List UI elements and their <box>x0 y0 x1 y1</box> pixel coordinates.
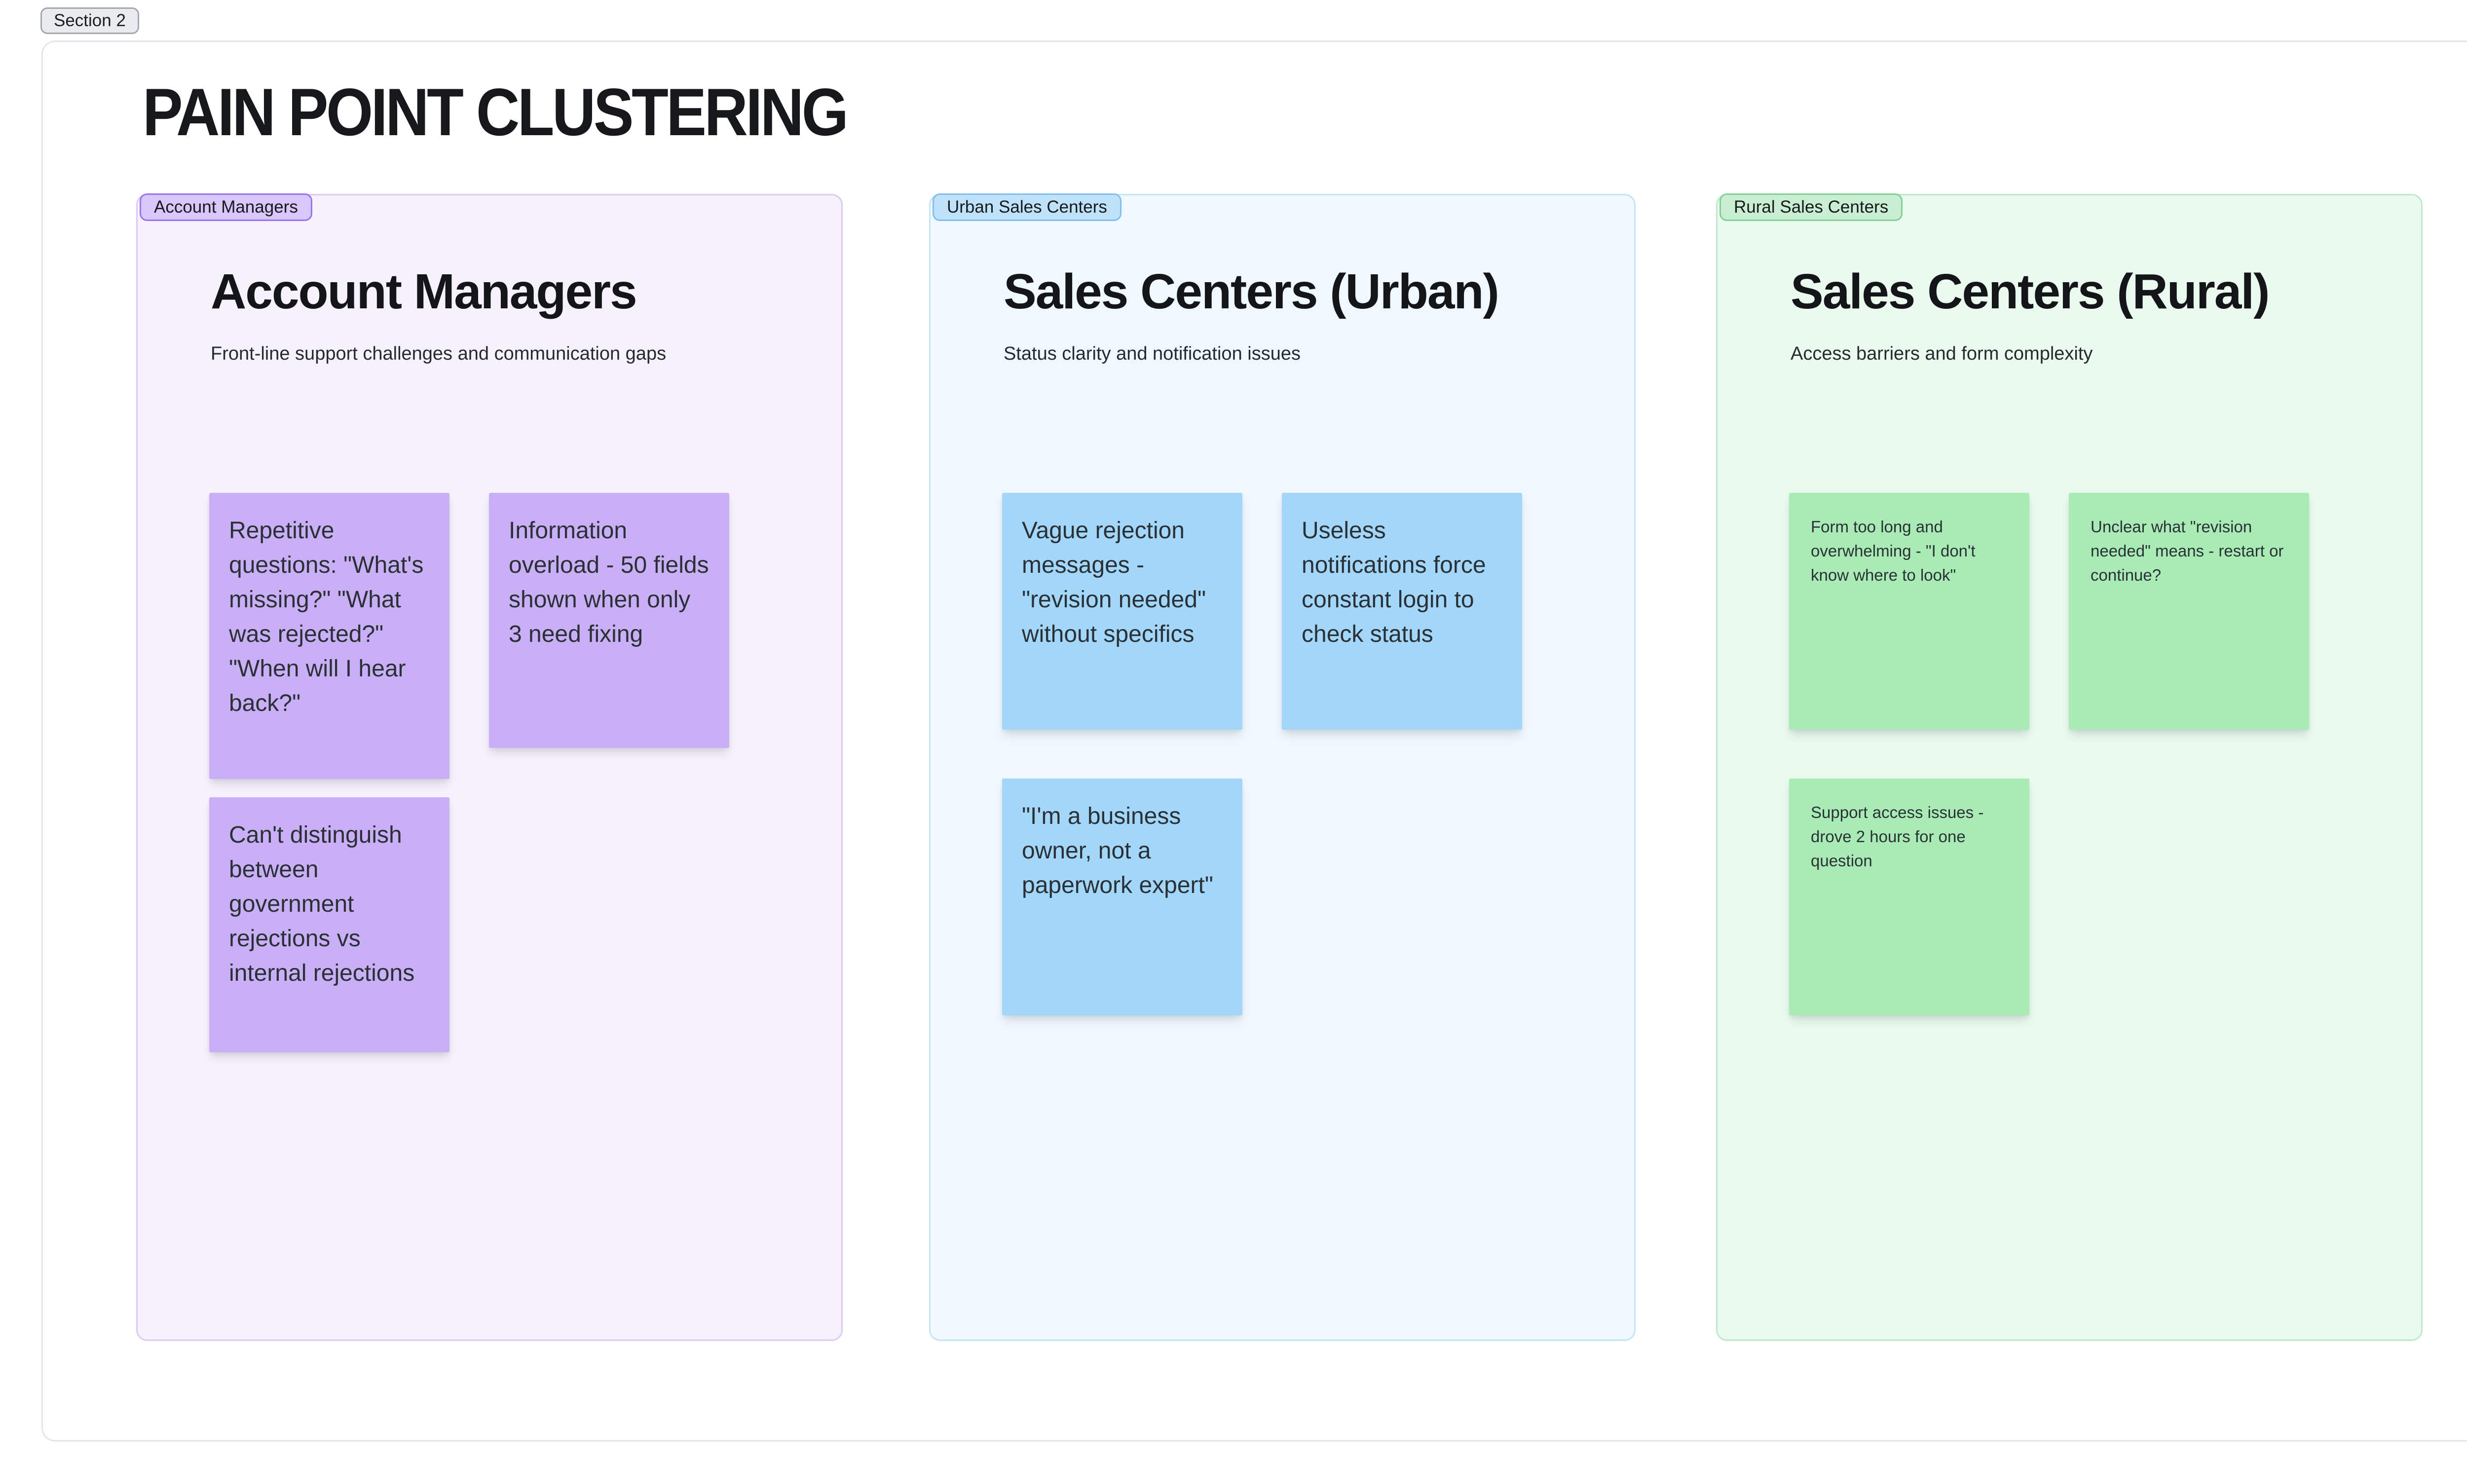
frame-tab-urban-sales-centers[interactable]: Urban Sales Centers <box>933 193 1121 221</box>
cluster-frame-rural-sales-centers[interactable]: Rural Sales Centers Sales Centers (Rural… <box>1716 193 2423 1341</box>
board-title: PAIN POINT CLUSTERING <box>143 74 849 149</box>
cluster-frame-account-managers[interactable]: Account Managers Account Managers Front-… <box>136 193 843 1341</box>
sticky-note[interactable]: Form too long and overwhelming - "I don'… <box>1789 493 2029 730</box>
whiteboard-canvas: PAIN POINT CLUSTERING Account Managers A… <box>41 40 2467 1442</box>
cluster-heading: Account Managers <box>211 264 637 319</box>
cluster-heading: Sales Centers (Rural) <box>1791 264 2270 319</box>
sticky-note[interactable]: Can't distinguish between government rej… <box>209 797 449 1052</box>
cluster-subtitle: Front-line support challenges and commun… <box>211 343 667 364</box>
sticky-note[interactable]: Vague rejection messages - "revision nee… <box>1002 493 1242 730</box>
cluster-subtitle: Access barriers and form complexity <box>1791 343 2093 364</box>
sticky-note[interactable]: Support access issues - drove 2 hours fo… <box>1789 779 2029 1015</box>
frame-tab-rural-sales-centers[interactable]: Rural Sales Centers <box>1719 193 1903 221</box>
sticky-note[interactable]: Useless notifications force constant log… <box>1282 493 1522 730</box>
frame-tab-account-managers[interactable]: Account Managers <box>140 193 312 221</box>
sticky-note[interactable]: "I'm a business owner, not a paperwork e… <box>1002 779 1242 1015</box>
cluster-subtitle: Status clarity and notification issues <box>1004 343 1301 364</box>
cluster-frame-urban-sales-centers[interactable]: Urban Sales Centers Sales Centers (Urban… <box>929 193 1636 1341</box>
cluster-heading: Sales Centers (Urban) <box>1004 264 1499 319</box>
sticky-note[interactable]: Repetitive questions: "What's missing?" … <box>209 493 449 779</box>
sticky-note[interactable]: Unclear what "revision needed" means - r… <box>2069 493 2309 730</box>
section-tab[interactable]: Section 2 <box>40 7 139 34</box>
sticky-note[interactable]: Information overload - 50 fields shown w… <box>489 493 729 748</box>
